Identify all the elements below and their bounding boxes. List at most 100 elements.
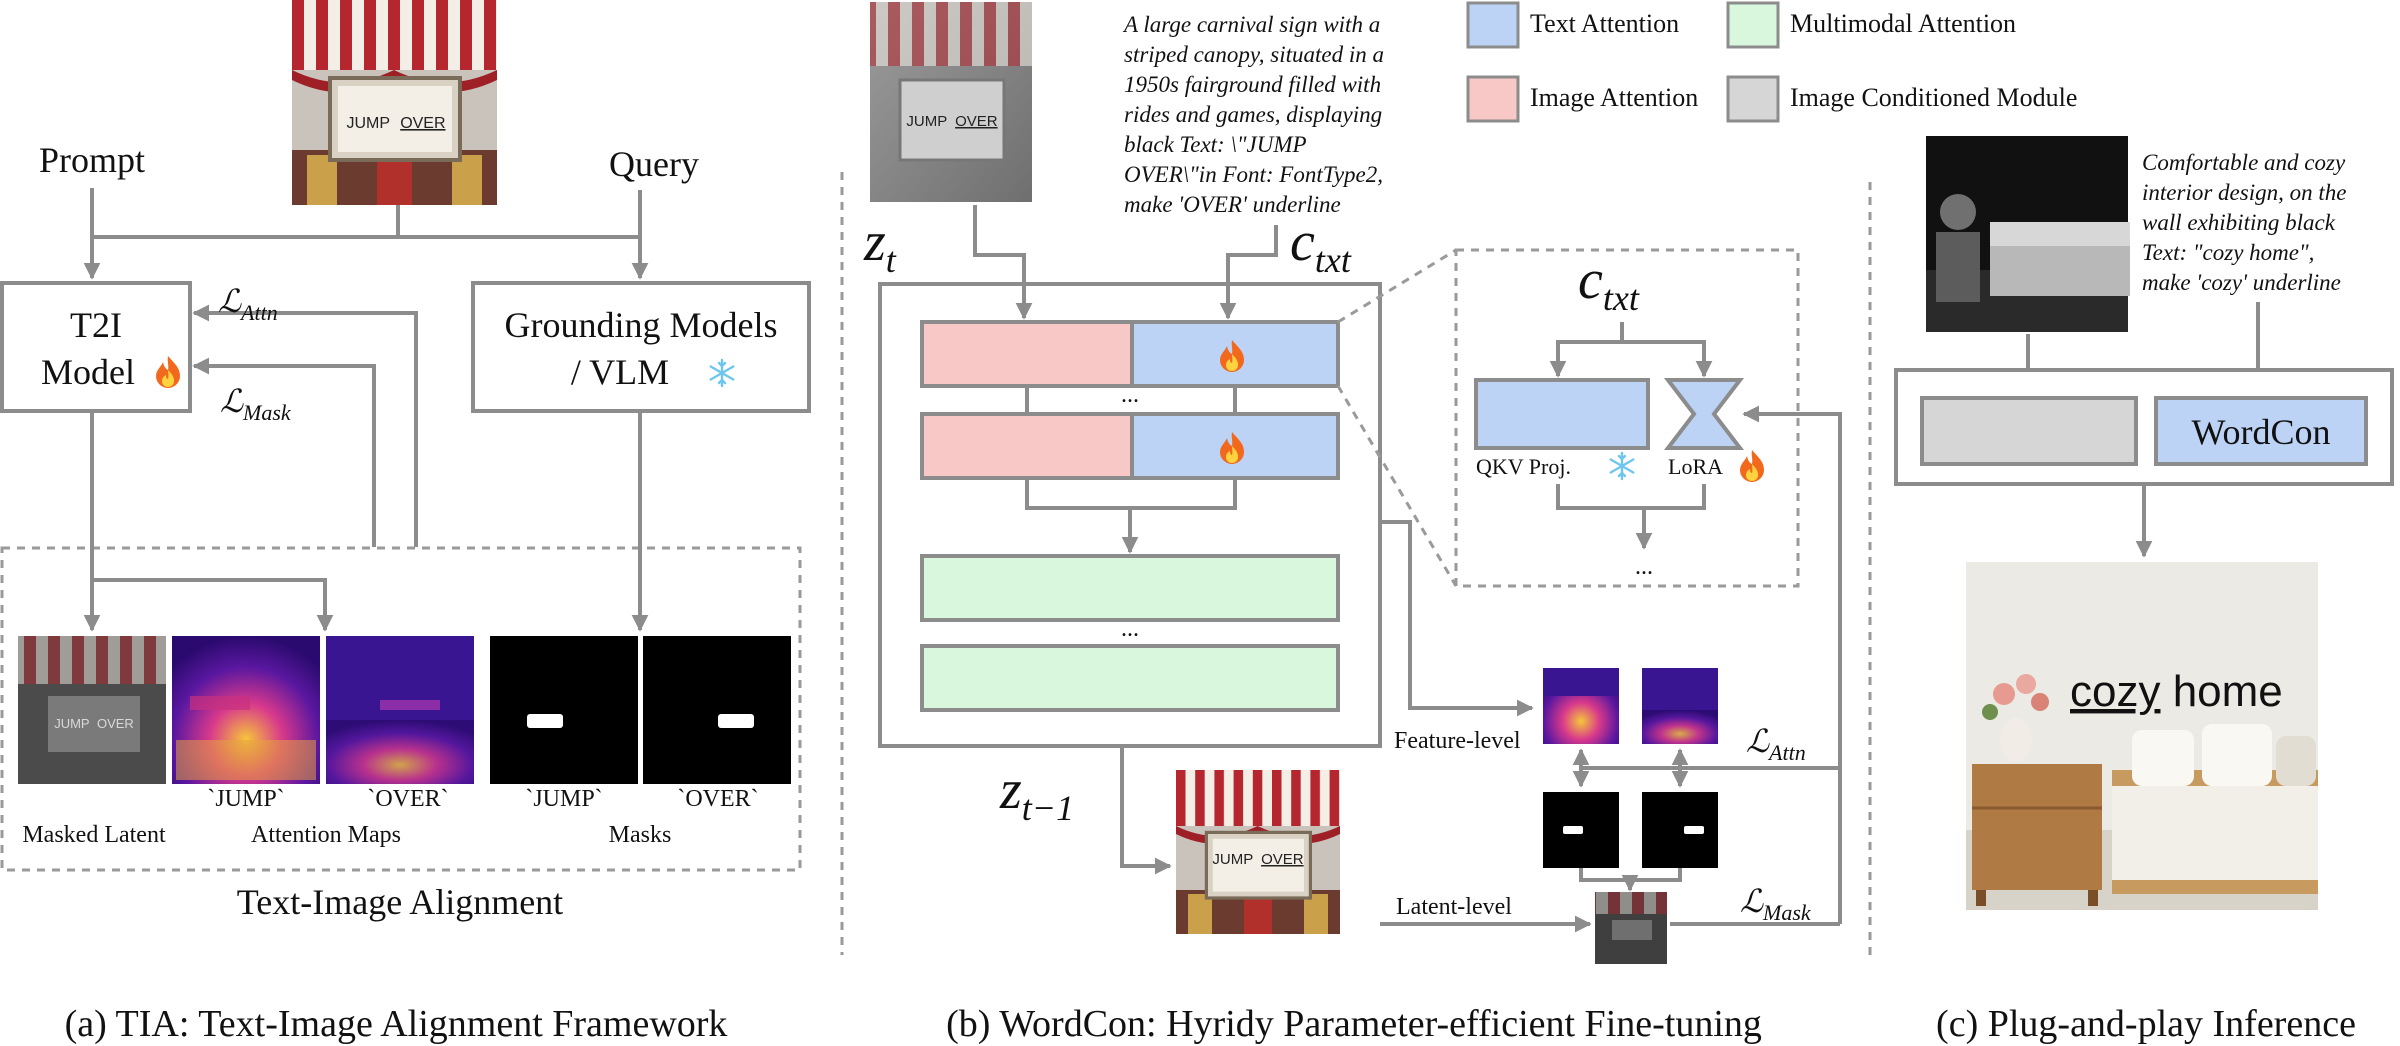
prompt-b-line-7: make 'OVER' underline xyxy=(1124,192,1341,217)
feature-mask-2 xyxy=(1642,792,1718,868)
loss-backprop-arrow xyxy=(1742,405,1842,924)
mask-label-over: `OVER` xyxy=(677,786,758,812)
output-sign-over: OVER xyxy=(1261,851,1304,868)
lora-hourglass xyxy=(1663,378,1745,450)
prompt-b-line-2: striped canopy, situated in a xyxy=(1124,42,1384,67)
masks-label: Masks xyxy=(609,822,672,848)
multimodal-block-2 xyxy=(920,644,1340,712)
svg-text:JUMP OVER: JUMP OVER xyxy=(906,113,997,130)
mask-over xyxy=(643,636,791,784)
svg-text:JUMP OVER: JUMP OVER xyxy=(54,716,134,731)
loss-mask-b-label: ℒMask xyxy=(1740,883,1812,925)
lora-detail-region xyxy=(1454,248,1800,588)
prompt-b-line-4: rides and games, displaying xyxy=(1124,102,1382,127)
fire-icon xyxy=(1740,450,1764,482)
latent-sign-jump: JUMP xyxy=(54,716,89,731)
render-home-text: home xyxy=(2160,667,2282,716)
legend-swatch-text xyxy=(1466,1,1520,49)
dots-1: ... xyxy=(1121,382,1139,408)
legend-image-attention: Image Attention xyxy=(1530,83,1698,112)
loss-attn-b-label: ℒAttn xyxy=(1746,723,1806,765)
panel-b: JUMP OVER A large carnival sign with a s… xyxy=(863,2,1842,1045)
lora-merge xyxy=(1556,484,1706,510)
mask-merge xyxy=(1579,868,1682,882)
grounding-model-box xyxy=(471,281,811,413)
image-attention-block-1 xyxy=(920,320,1134,388)
caption-a: (a) TIA: Text-Image Alignment Framework xyxy=(65,1003,728,1045)
feature-attn-map-2 xyxy=(1642,668,1718,744)
lora-label: LoRA xyxy=(1668,454,1723,479)
t2i-label-line1: T2I xyxy=(70,305,122,345)
image-attention-block-2 xyxy=(920,412,1134,480)
output-arrow xyxy=(1120,746,1172,875)
image-conditioned-module xyxy=(1920,396,2138,466)
multimodal-block-1 xyxy=(920,554,1340,622)
qkv-label: QKV Proj. xyxy=(1476,454,1571,479)
mask-jump xyxy=(490,636,638,784)
dots-3: ... xyxy=(1635,554,1653,580)
legend-multimodal-attention: Multimodal Attention xyxy=(1790,9,2016,38)
prompt-b-line-6: OVER\"in Font: FontType2, xyxy=(1124,162,1383,187)
panel-c: Comfortable and cozy interior design, on… xyxy=(1894,136,2394,1045)
t2i-model-box xyxy=(0,281,192,413)
alignment-dashed-region xyxy=(0,546,802,872)
t2i-label-line2: Model xyxy=(41,352,135,392)
caption-b: (b) WordCon: Hyridy Parameter-efficient … xyxy=(946,1003,1762,1045)
masked-latent-label: Masked Latent xyxy=(22,822,166,848)
ctxt-arrow xyxy=(1219,225,1278,320)
prompt-c-line-2: interior design, on the xyxy=(2142,180,2346,205)
zt-arrow xyxy=(973,205,1033,320)
latent-level-image xyxy=(1595,892,1667,964)
attention-maps-label: Attention Maps xyxy=(251,822,401,848)
grounding-label-line1: Grounding Models xyxy=(505,305,778,345)
sign-jump-text: JUMP xyxy=(346,115,389,132)
legend-swatch-conditioned xyxy=(1726,75,1780,123)
alignment-title: Text-Image Alignment xyxy=(237,882,563,922)
attn-loss-arrow xyxy=(192,304,418,547)
mask-loss-arrow xyxy=(192,357,376,547)
masked-latent-image: JUMP OVER xyxy=(18,636,166,784)
attention-map-jump xyxy=(172,636,320,784)
prompt-c-line-1: Comfortable and cozy xyxy=(2142,150,2346,175)
feature-extract-arrow xyxy=(1380,520,1534,717)
legend-text-attention: Text Attention xyxy=(1530,9,1679,38)
mask-label-jump: `JUMP` xyxy=(525,786,602,812)
query-label: Query xyxy=(609,144,699,184)
panel-a-input-image: JUMP OVER xyxy=(290,0,499,207)
prompt-c-line-3: wall exhibiting black xyxy=(2142,210,2336,235)
noisy-sign-over: OVER xyxy=(955,113,998,130)
zt-label: zt xyxy=(863,211,897,280)
prompt-b-line-1: A large carnival sign with a xyxy=(1122,12,1380,37)
latent-sign-over: OVER xyxy=(97,716,134,731)
prompt-c-line-4: Text: "cozy home", xyxy=(2142,240,2314,265)
dots-2: ... xyxy=(1121,616,1139,642)
loss-mask-label: ℒMask xyxy=(220,383,292,425)
prompt-label: Prompt xyxy=(39,140,145,180)
ctxt-label: ctxt xyxy=(1290,211,1352,280)
legend-swatch-image xyxy=(1466,75,1520,123)
map-label-over: `OVER` xyxy=(367,786,448,812)
panel-b-prompt: A large carnival sign with a striped can… xyxy=(1122,12,1384,217)
wordcon-module xyxy=(2154,396,2368,466)
panel-a: JUMP OVER Prompt Query T2I Model Groundi… xyxy=(0,0,811,1045)
qkv-proj-box xyxy=(1474,378,1650,450)
map-label-jump: `JUMP` xyxy=(207,786,284,812)
sign-over-text: OVER xyxy=(400,115,445,132)
grounding-label-line2: / VLM xyxy=(571,352,669,392)
legend-swatch-multimodal xyxy=(1726,1,1780,49)
caption-c: (c) Plug-and-play Inference xyxy=(1936,1003,2356,1045)
legend-image-conditioned: Image Conditioned Module xyxy=(1790,83,2077,112)
output-image: JUMP OVER xyxy=(1174,768,1342,936)
ztm1-label: zt−1 xyxy=(999,759,1074,828)
render-cozy-text: cozy xyxy=(2070,667,2160,716)
feature-level-label: Feature-level xyxy=(1394,728,1521,754)
feature-attn-map-1 xyxy=(1543,668,1619,744)
loss-attn-label: ℒAttn xyxy=(218,283,278,325)
ctxt-detail-label: ctxt xyxy=(1578,249,1640,318)
feature-mask-1 xyxy=(1543,792,1619,868)
attn-map-arrow xyxy=(92,578,334,632)
svg-text:cozy home: cozy home xyxy=(2070,667,2283,716)
prompt-b-line-5: black Text: \"JUMP xyxy=(1124,132,1307,157)
ctxt-split xyxy=(1558,322,1624,344)
